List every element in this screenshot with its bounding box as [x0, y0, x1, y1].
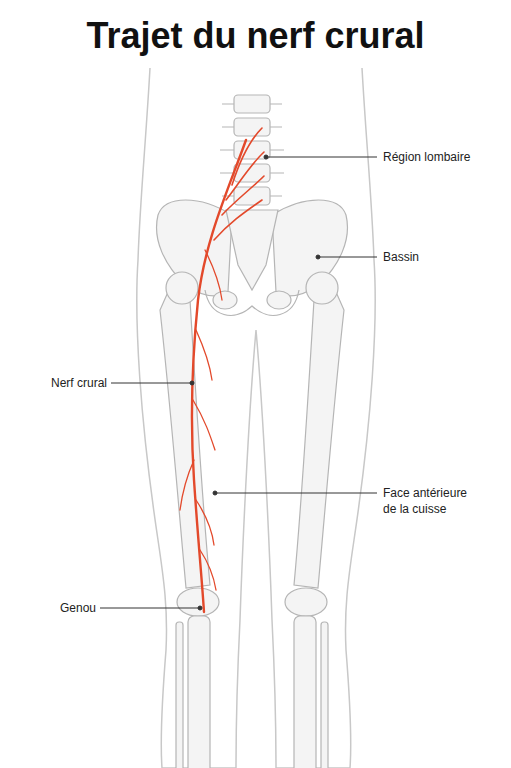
leader-line	[266, 157, 377, 158]
leader-line	[111, 383, 192, 384]
tibia	[294, 616, 316, 768]
leader-line	[318, 257, 377, 258]
vertebra	[234, 118, 270, 136]
nerve-branch	[196, 500, 214, 545]
nerve-branch	[200, 550, 216, 590]
nerve-branch	[180, 460, 194, 510]
part-label: Face antérieure de la cuisse	[383, 485, 483, 517]
femoral-head	[166, 272, 198, 304]
leader-dot	[190, 381, 194, 385]
nerve-root	[222, 176, 264, 215]
part-label: Région lombaire	[383, 149, 470, 165]
diagram-title: Trajet du nerf crural	[0, 14, 511, 58]
leader-dot	[316, 255, 320, 259]
knee-joint	[285, 588, 327, 616]
fibula	[176, 622, 183, 768]
nerve-branch	[196, 330, 212, 380]
nerve-root	[214, 200, 262, 240]
part-label: Nerf crural	[51, 375, 107, 391]
part-label: Bassin	[383, 249, 419, 265]
leader-dot	[198, 606, 202, 610]
femur	[294, 292, 344, 588]
nerve-branch	[205, 250, 222, 300]
leader-line	[100, 608, 200, 609]
part-label: Genou	[60, 600, 96, 616]
sacrum	[226, 210, 278, 290]
leader-line	[215, 493, 377, 494]
vertebra	[234, 95, 270, 113]
leader-dot	[213, 491, 217, 495]
nerve-branch	[193, 400, 215, 450]
knee-joint	[177, 588, 219, 616]
obturator-foramen	[267, 291, 291, 309]
femur	[160, 292, 210, 588]
vertebra	[234, 187, 270, 205]
nerve-trunk	[192, 140, 246, 612]
pubic-arch	[205, 290, 299, 315]
obturator-foramen	[213, 291, 237, 309]
tibia	[188, 616, 210, 768]
femoral-head	[306, 272, 338, 304]
nerve-root	[232, 128, 262, 185]
body-outline	[137, 68, 375, 768]
leader-dot	[264, 155, 268, 159]
fibula	[321, 622, 328, 768]
